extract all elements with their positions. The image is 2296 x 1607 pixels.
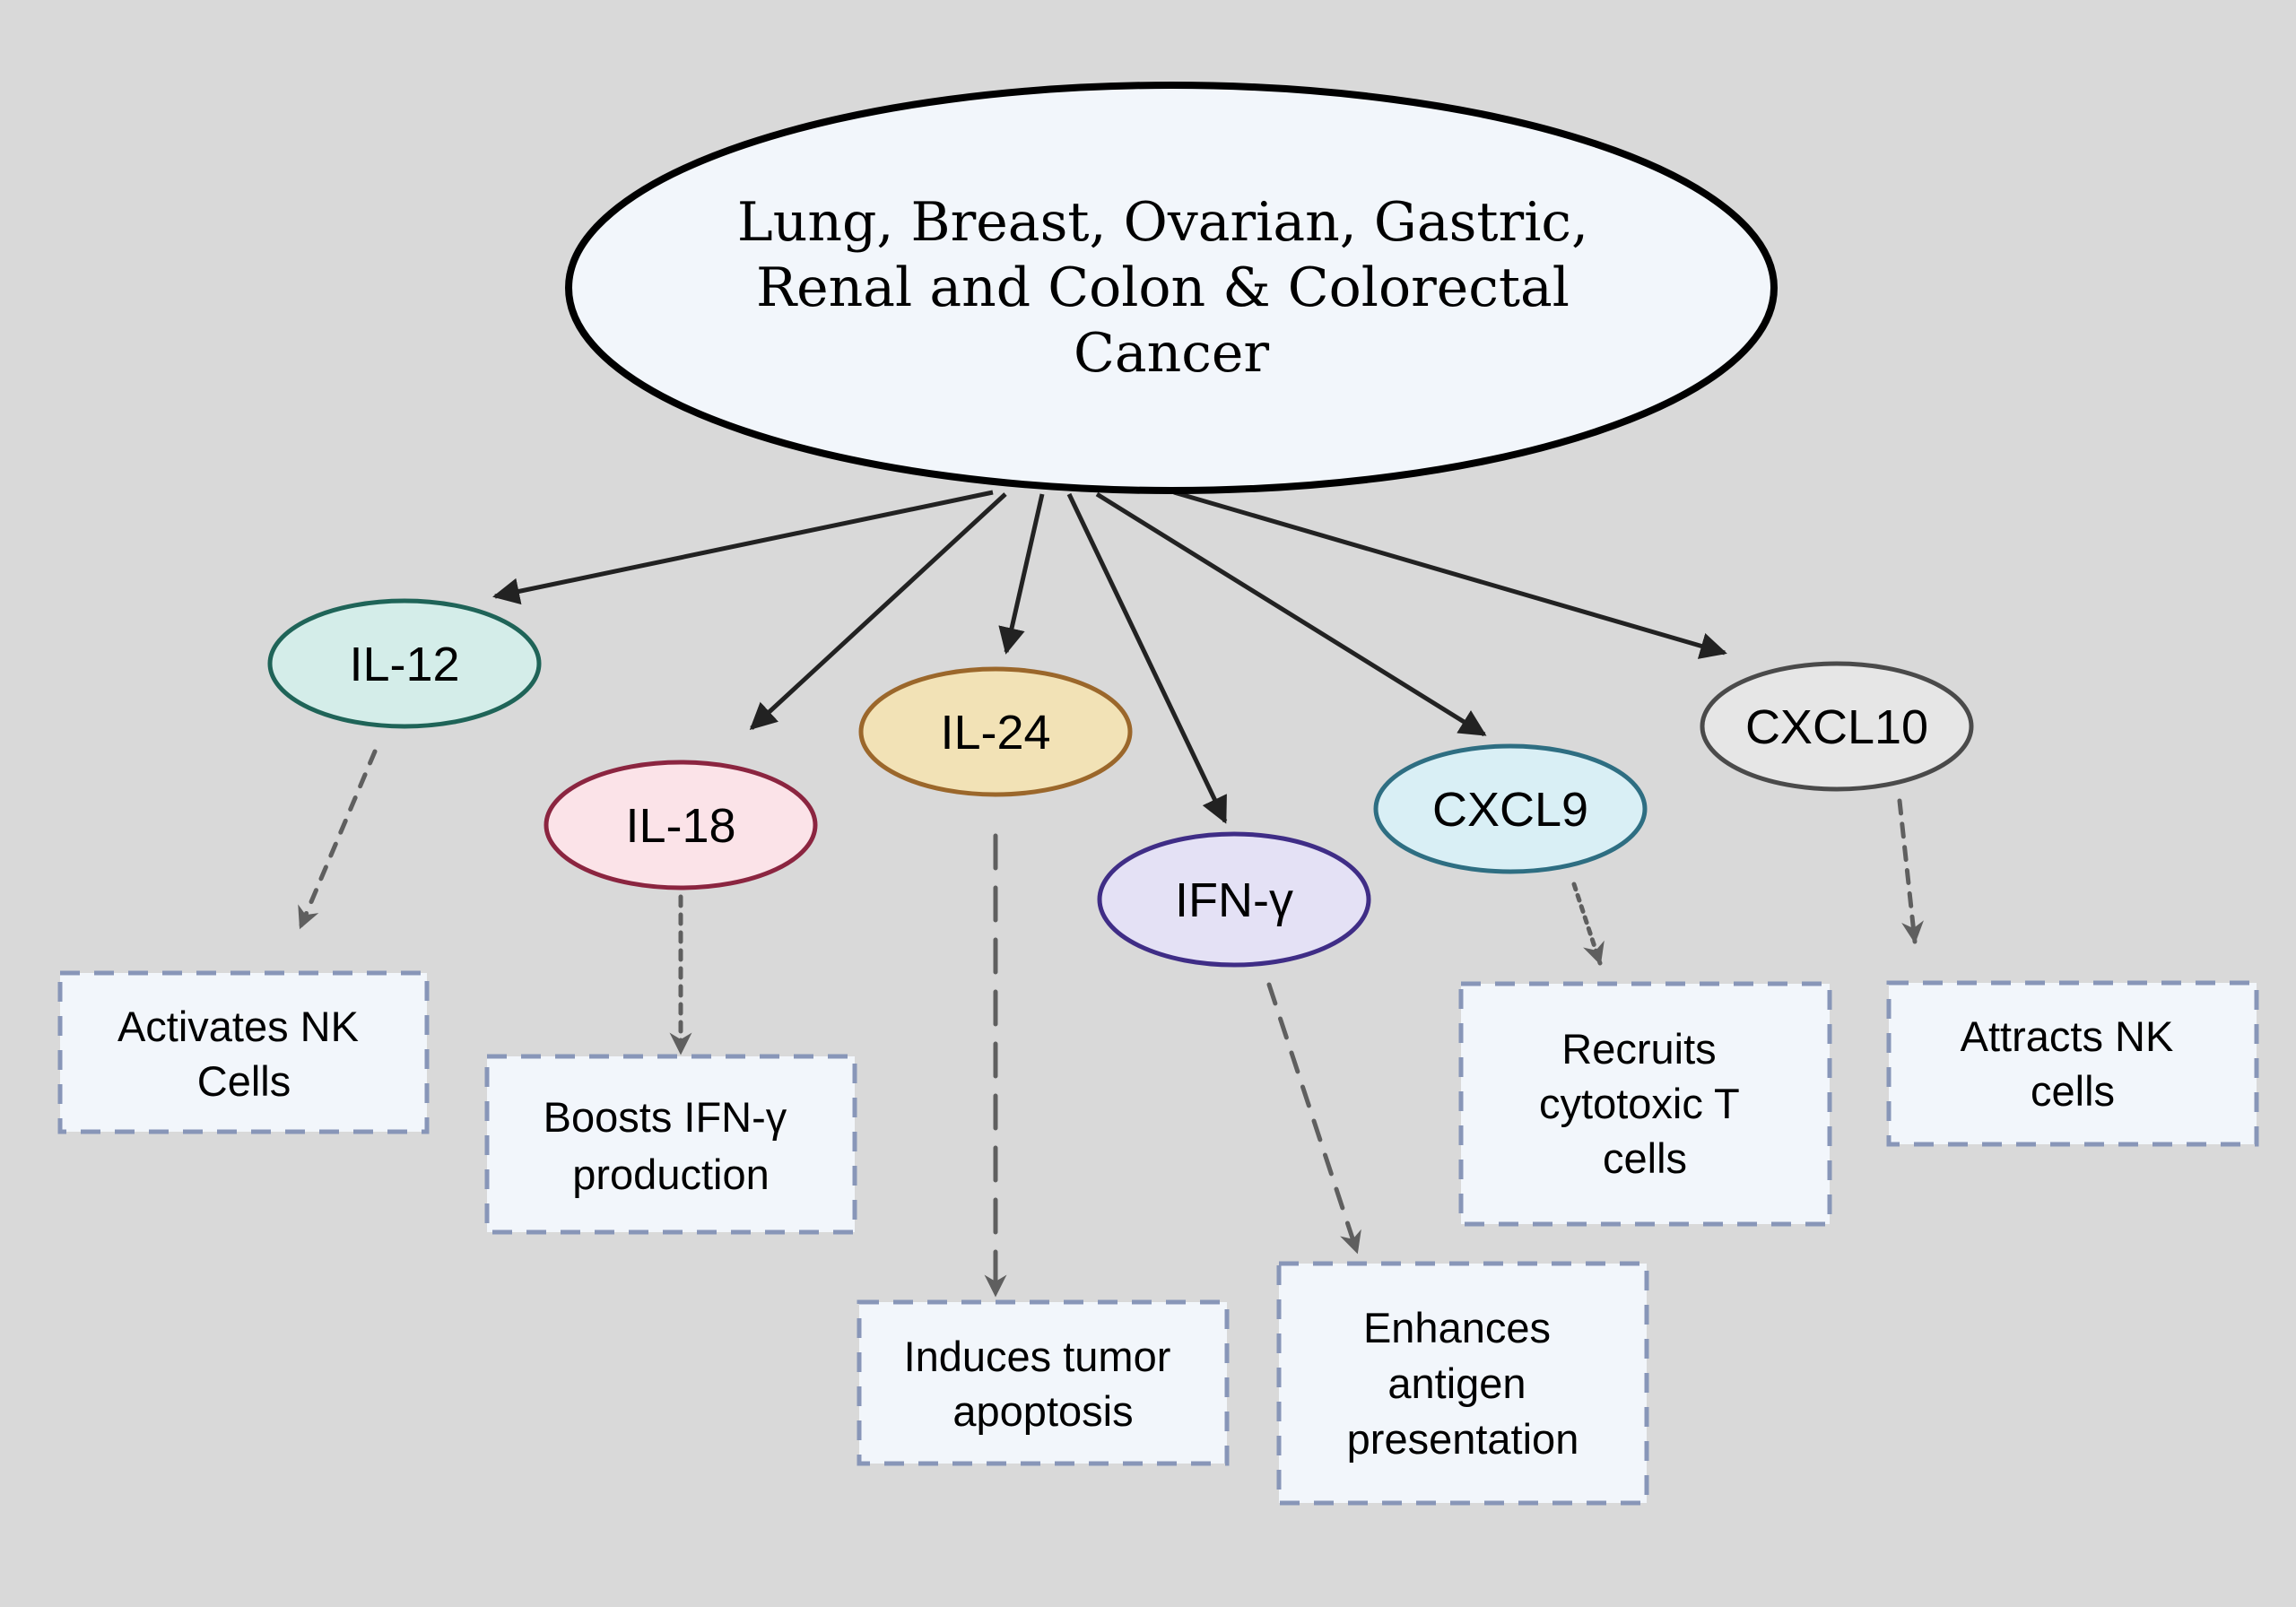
cytokine-node-cxcl9[interactable]: CXCL9	[1373, 743, 1648, 874]
dashed-arrow-to-recruits-cytotoxic-t-cells	[1571, 882, 1605, 966]
cytokine-ellipse	[544, 760, 818, 890]
cytokine-node-ifn-gamma[interactable]: IFN-γ	[1097, 831, 1371, 968]
arrow-to-il-24	[998, 493, 1045, 655]
effect-label: Induces tumor apoptosis	[904, 1333, 1183, 1435]
root-label: Lung, Breast, Ovarian, Gastric, Renal an…	[737, 191, 1605, 385]
effect-label-line: Enhances	[1363, 1304, 1551, 1351]
effect-box-recruits-cytotoxic-t-cells[interactable]: Recruits cytotoxic T cells	[1458, 981, 1832, 1227]
effect-box-border	[857, 1299, 1230, 1466]
cytokine-to-effect-arrows	[298, 749, 1925, 1298]
effect-label-line: cells	[2031, 1067, 2115, 1115]
effect-label-line: production	[572, 1151, 770, 1198]
cytokine-ellipse	[858, 666, 1133, 797]
effect-box-border	[484, 1054, 857, 1235]
root-ellipse	[565, 82, 1778, 494]
effect-label-line: Induces tumor	[904, 1333, 1171, 1380]
cytokine-ellipse	[1373, 743, 1648, 874]
root-label-line: Renal and Colon & Colorectal	[756, 256, 1570, 319]
root-to-cytokine-arrows	[492, 490, 1727, 824]
effect-label-line: cells	[1603, 1134, 1687, 1182]
effect-label: Boosts IFN-γ production	[544, 1093, 799, 1198]
dashed-arrow-to-enhances-antigen-presentation	[1266, 982, 1361, 1255]
effect-label-line: antigen	[1387, 1359, 1526, 1407]
cytokine-label: CXCL10	[1745, 700, 1928, 754]
effect-label-line: cytotoxic T	[1539, 1080, 1739, 1127]
effect-label: Attracts NK cells	[1961, 1012, 2186, 1115]
cytokine-node-il-12[interactable]: IL-12	[267, 598, 542, 729]
effect-label-line: apoptosis	[952, 1387, 1133, 1435]
effect-box-induces-tumor-apoptosis[interactable]: Induces tumor apoptosis	[857, 1299, 1230, 1466]
effect-box-border	[1886, 980, 2259, 1147]
effect-label: Enhances antigen presentation	[1347, 1304, 1579, 1463]
effect-label-line: Boosts IFN-γ	[544, 1093, 787, 1141]
effect-label-line: Attracts NK	[1961, 1012, 2174, 1060]
dashed-arrow-to-attracts-nk-cells	[1897, 798, 1925, 944]
effect-box-border	[1276, 1261, 1649, 1506]
cytokine-node-il-24[interactable]: IL-24	[858, 666, 1133, 797]
cytokine-node-cxcl10[interactable]: CXCL10	[1700, 661, 1974, 792]
dashed-arrow-to-activates-nk-cells	[298, 749, 378, 930]
effect-label: Recruits cytotoxic T cells	[1539, 1025, 1751, 1182]
effect-label-line: Activates NK	[117, 1003, 359, 1050]
arrow-to-ifn-gamma	[1066, 492, 1228, 824]
root-label-line: Lung, Breast, Ovarian, Gastric,	[737, 191, 1588, 254]
effect-label-line: Recruits	[1561, 1025, 1716, 1073]
cytokine-ellipse	[1700, 661, 1974, 792]
root-node[interactable]: Lung, Breast, Ovarian, Gastric, Renal an…	[565, 82, 1778, 494]
effect-label-line: presentation	[1347, 1415, 1579, 1463]
root-label-line: Cancer	[1074, 322, 1269, 385]
cytokine-label: IL-24	[940, 706, 1050, 760]
cytokine-label: IL-12	[349, 638, 459, 691]
effect-label: Activates NK Cells	[117, 1003, 370, 1105]
cytokine-label: CXCL9	[1432, 783, 1588, 837]
arrow-to-il-12	[492, 490, 994, 605]
arrow-to-cxcl10	[1173, 490, 1727, 659]
effect-box-enhances-antigen-presentation[interactable]: Enhances antigen presentation	[1276, 1261, 1649, 1506]
effect-box-border	[1458, 981, 1832, 1227]
cytokine-node-il-18[interactable]: IL-18	[544, 760, 818, 890]
cytokine-label: IFN-γ	[1175, 873, 1293, 927]
cytokine-ellipse	[267, 598, 542, 729]
cytokine-label: IL-18	[625, 799, 735, 853]
effect-label-line: Cells	[197, 1057, 291, 1105]
effect-box-boosts-ifn-gamma-production[interactable]: Boosts IFN-γ production	[484, 1054, 857, 1235]
arrow-to-cxcl9	[1095, 491, 1487, 737]
effect-box-attracts-nk-cells[interactable]: Attracts NK cells	[1886, 980, 2259, 1147]
effect-box-activates-nk-cells[interactable]: Activates NK Cells	[57, 970, 430, 1134]
effect-box-border	[57, 970, 430, 1134]
arrow-to-il-18	[749, 492, 1007, 731]
cytokine-ellipse	[1097, 831, 1371, 968]
